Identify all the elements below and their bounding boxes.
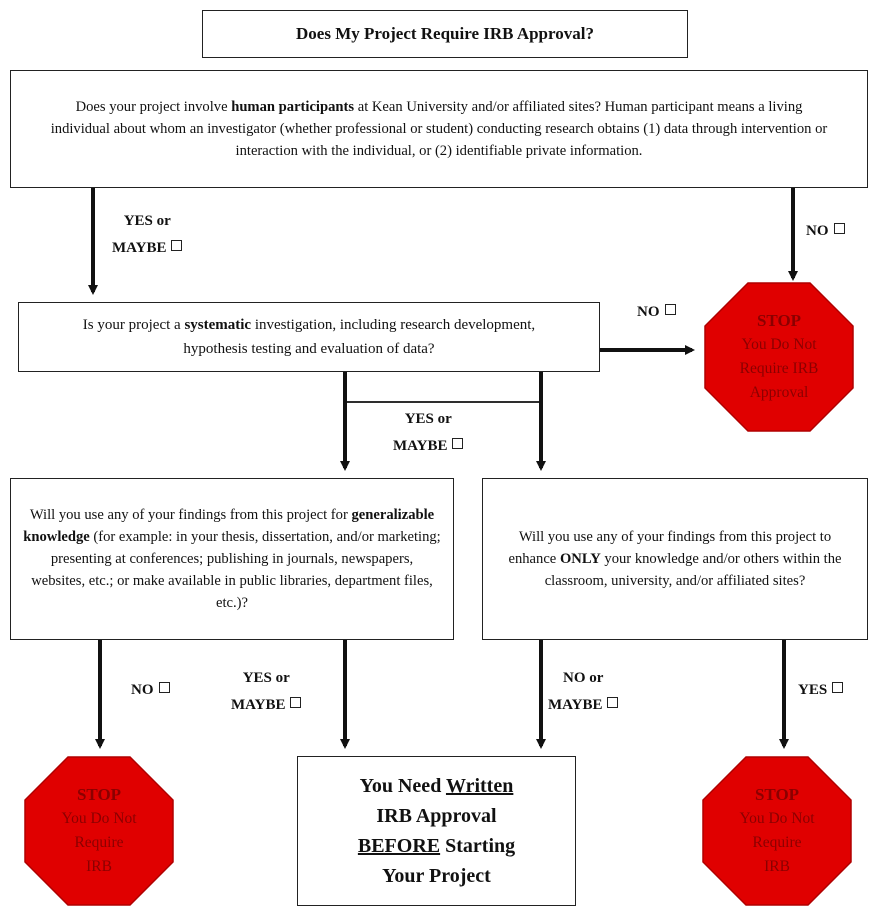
stop-octagon-icon (24, 756, 174, 906)
stop-text-line: IRB (86, 858, 112, 875)
stop-text-line: You Do Not (61, 810, 137, 827)
checkbox-icon (833, 223, 845, 234)
checkbox-icon (452, 438, 464, 449)
stop-text-line: Require (74, 834, 124, 851)
stop-text-line: Approval (749, 384, 809, 401)
stop-octagon-icon (702, 756, 852, 906)
label-q1-no: NO (806, 218, 845, 245)
checkbox-icon (832, 682, 844, 693)
label-q2-no: NO (637, 299, 676, 326)
label-q1-yes-maybe: YES or MAYBE (112, 208, 183, 262)
checkbox-icon (664, 304, 676, 315)
label-q2-yes-maybe: YES or MAYBE (393, 406, 464, 460)
checkbox-icon (158, 682, 170, 693)
checkbox-icon (171, 240, 183, 251)
result-need-irb-approval: You Need Written IRB Approval BEFORE Sta… (297, 756, 576, 906)
label-q4-yes: YES (798, 677, 844, 704)
question-generalizable-knowledge: Will you use any of your findings from t… (10, 478, 454, 640)
stop-text-line: You Do Not (741, 336, 817, 353)
label-q4-no-maybe: NO or MAYBE (548, 665, 619, 719)
question-only-knowledge: Will you use any of your findings from t… (482, 478, 868, 640)
stop-sign-bottom-right: STOP You Do Not Require IRB (702, 756, 852, 906)
label-q3-no: NO (131, 677, 170, 704)
label-q3-yes-maybe: YES or MAYBE (231, 665, 302, 719)
stop-octagon-icon (704, 282, 854, 432)
stop-text-line: Require (752, 834, 802, 851)
stop-label: STOP (754, 785, 800, 804)
checkbox-icon (607, 697, 619, 708)
stop-sign-top: STOP You Do Not Require IRB Approval (704, 282, 854, 432)
stop-text-line: Require IRB (739, 360, 819, 377)
page-title: Does My Project Require IRB Approval? (202, 10, 688, 58)
question-human-participants: Does your project involve human particip… (10, 70, 868, 188)
stop-label: STOP (76, 785, 122, 804)
stop-text-line: IRB (764, 858, 790, 875)
stop-sign-bottom-left: STOP You Do Not Require IRB (24, 756, 174, 906)
stop-label: STOP (756, 311, 802, 330)
question-systematic: Is your project a systematic investigati… (18, 302, 600, 372)
stop-text-line: You Do Not (739, 810, 815, 827)
checkbox-icon (290, 697, 302, 708)
